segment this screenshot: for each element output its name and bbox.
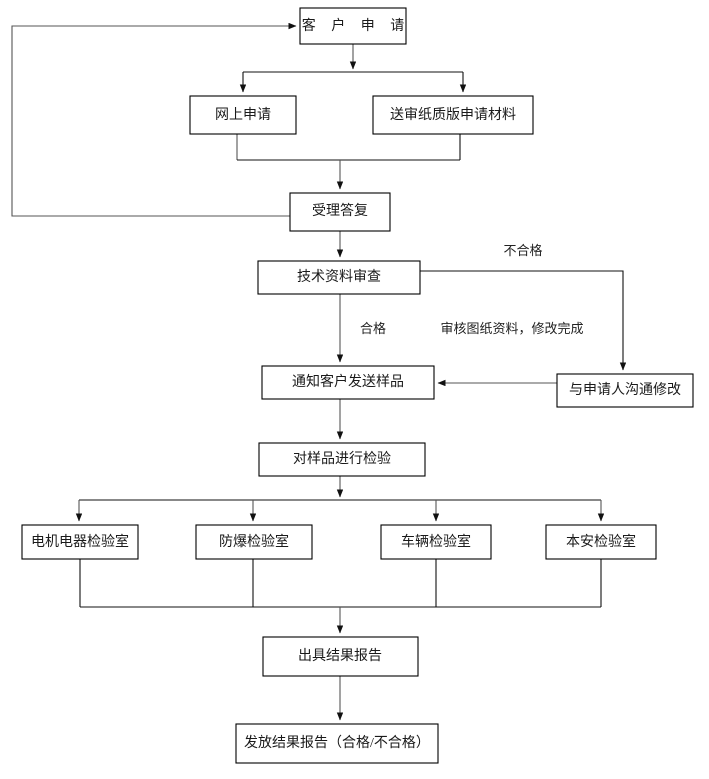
- node-notify-customer-send-sample[interactable]: 通知客户发送样品: [261, 365, 435, 400]
- node-label-lab-explosion-proof: 防爆检验室: [219, 533, 289, 550]
- node-sample-inspection[interactable]: 对样品进行检验: [258, 442, 426, 477]
- edge-label-review-drawings: 审核图纸资料，修改完成: [440, 321, 583, 336]
- node-label-acceptance-reply: 受理答复: [312, 202, 368, 219]
- edge-label-qualified: 合格: [360, 321, 386, 336]
- node-online-application[interactable]: 网上申请: [189, 95, 297, 135]
- node-customer-application[interactable]: 客 户 申 请: [299, 7, 411, 45]
- node-deliver-result-report[interactable]: 发放结果报告（合格/不合格）: [235, 723, 439, 764]
- node-label-customer-application: 客 户 申 请: [302, 17, 411, 34]
- node-label-paper-application-materials: 送审纸质版申请材料: [390, 107, 516, 123]
- node-lab-vehicle[interactable]: 车辆检验室: [380, 524, 492, 560]
- node-lab-motor-electric[interactable]: 电机电器检验室: [21, 524, 139, 560]
- node-acceptance-reply[interactable]: 受理答复: [289, 192, 391, 232]
- node-paper-application-materials[interactable]: 送审纸质版申请材料: [372, 95, 534, 135]
- edge-label-group: 不合格 合格 审核图纸资料，修改完成: [360, 243, 584, 336]
- edge-group: [11, 22, 627, 721]
- edge-technical-review-to-communicate: [420, 270, 627, 371]
- node-technical-document-review[interactable]: 技术资料审查: [257, 260, 421, 295]
- node-label-lab-motor-electric: 电机电器检验室: [31, 533, 129, 550]
- node-label-sample-inspection: 对样品进行检验: [293, 451, 391, 467]
- node-group: 客 户 申 请 网上申请 送审纸质版申请材料 受理答复 技术资料审查 通知客户发: [21, 7, 694, 764]
- node-label-lab-vehicle: 车辆检验室: [401, 533, 471, 550]
- node-label-communicate-with-applicant: 与申请人沟通修改: [569, 382, 681, 398]
- edge-label-unqualified: 不合格: [503, 243, 542, 258]
- node-label-technical-document-review: 技术资料审查: [297, 269, 381, 285]
- node-label-online-application: 网上申请: [215, 107, 271, 123]
- node-lab-intrinsic-safety[interactable]: 本安检验室: [545, 524, 657, 560]
- node-communicate-with-applicant[interactable]: 与申请人沟通修改: [556, 373, 694, 408]
- node-issue-result-report[interactable]: 出具结果报告: [262, 636, 419, 677]
- node-label-issue-result-report: 出具结果报告: [298, 648, 382, 664]
- edge-acceptance-feedback-to-customer: [11, 22, 297, 217]
- node-lab-explosion-proof[interactable]: 防爆检验室: [195, 524, 313, 560]
- node-label-lab-intrinsic-safety: 本安检验室: [566, 533, 636, 550]
- node-label-notify-customer-send-sample: 通知客户发送样品: [292, 373, 404, 390]
- node-label-deliver-result-report: 发放结果报告（合格/不合格）: [244, 735, 430, 751]
